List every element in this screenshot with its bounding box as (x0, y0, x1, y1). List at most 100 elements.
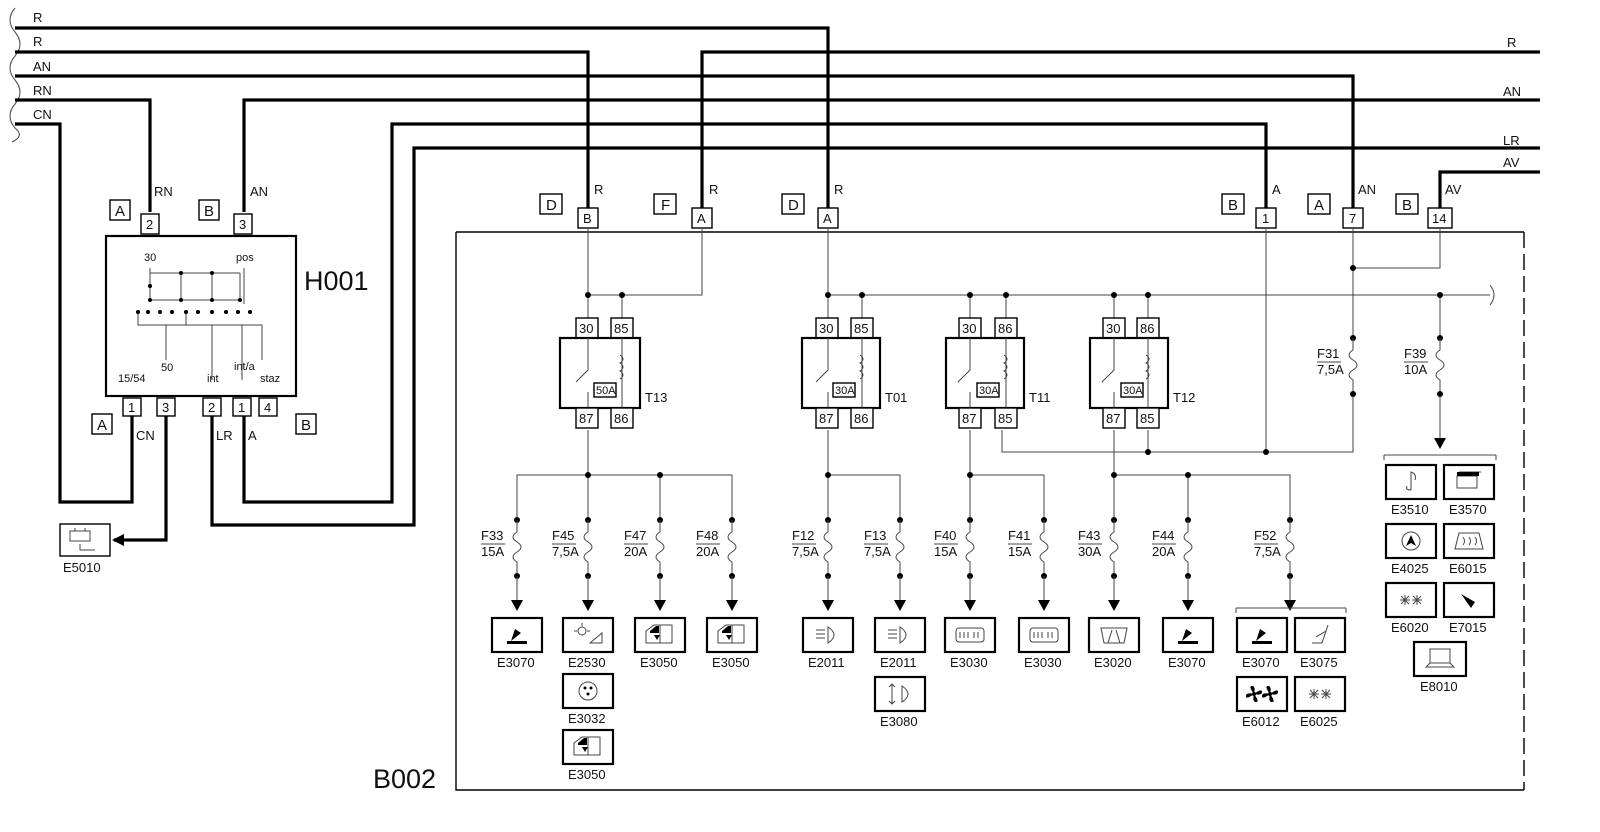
fuse-id: F13 (864, 528, 886, 543)
fuse-rating: 20A (696, 544, 719, 559)
h001-pin-bottom-3: 2 (208, 400, 215, 415)
component-label: E3070 (1242, 655, 1280, 670)
component-e3050: E3050 (633, 616, 687, 670)
fuses: F3315AF457,5AF4720AF4820AF127,5AF137,5AF… (481, 335, 1445, 611)
relay-label: T01 (885, 390, 907, 405)
h001-pin-bottom-4: 1 (238, 400, 245, 415)
fuse-id: F45 (552, 528, 574, 543)
h001-inner-30: 30 (144, 252, 156, 264)
h001-inner-staz: staz (260, 373, 280, 385)
component-label: E6025 (1300, 714, 1338, 729)
ac-icon (1400, 595, 1422, 605)
component-label: E2011 (808, 655, 845, 670)
fuse-rating: 7,5A (1317, 362, 1344, 377)
relay-pin: 30 (962, 321, 976, 336)
fuse-rating: 30A (1078, 544, 1101, 559)
connector-pin: A (823, 211, 832, 226)
component-e2011: E2011 (873, 616, 927, 670)
component-label: E3030 (1024, 655, 1062, 670)
connector-wire: AN (1358, 182, 1376, 197)
cd-changer-icon (1456, 471, 1481, 489)
component-e3070: E3070 (490, 616, 544, 670)
component-label: E6015 (1449, 561, 1487, 576)
relay-t01: 30 85 30A 87 86 T01 (800, 317, 907, 429)
seat-heater-icon (507, 629, 527, 644)
h001-connector-top-2: B (204, 203, 214, 220)
main-wires (15, 26, 1540, 546)
relay-rating: 30A (979, 385, 999, 397)
component-e3030: E3030 (1017, 616, 1071, 670)
fuse-id: F48 (696, 528, 718, 543)
connector-label: B (1228, 197, 1238, 214)
seat-heater-icon (1178, 629, 1198, 644)
component-e6015: E6015 (1442, 522, 1496, 576)
h001-wire-bottom-a: A (248, 428, 257, 443)
computer-icon (1424, 648, 1456, 668)
seat-adjust-icon (1312, 624, 1329, 644)
h001-inner-inta: int/a (234, 361, 256, 373)
component-label: E3020 (1094, 655, 1132, 670)
component-label: E3070 (1168, 655, 1206, 670)
relay-label: T13 (645, 390, 667, 405)
relay-t13: 30 85 50A 87 86 T13 (558, 317, 667, 429)
fuse-rating: 7,5A (864, 544, 891, 559)
h001-connector-bottom-2: B (301, 417, 311, 434)
interior-light-icon (574, 623, 603, 644)
defrost-icon (1454, 532, 1484, 550)
connector-label: B (1402, 197, 1412, 214)
h001-wire-bottom-lr: LR (216, 428, 233, 443)
relay-pin: 87 (1106, 411, 1120, 426)
wire-label-right-av: AV (1503, 155, 1520, 170)
component-label-e5010: E5010 (63, 560, 101, 575)
rear-defrost-icon (955, 627, 985, 643)
fuse-rating: 15A (481, 544, 504, 559)
component-label: E3050 (640, 655, 678, 670)
component-e3510: E3510 (1384, 463, 1438, 517)
wire-label-right-r: R (1507, 35, 1516, 50)
component-label: E3510 (1391, 502, 1429, 517)
component-label: E3070 (497, 655, 535, 670)
relay-pin: 86 (1140, 321, 1154, 336)
relay-t12: 30 86 30A 87 85 T12 (1088, 317, 1195, 429)
h001-inner-50: 50 (161, 362, 173, 374)
relay-pin: 85 (998, 411, 1012, 426)
component-e2011: E2011 (801, 616, 855, 670)
fuse-id: F33 (481, 528, 503, 543)
component-e3050: E3050 (561, 728, 615, 782)
h001-connector-top-1: A (115, 203, 125, 220)
h001-pin-top-1: 2 (146, 217, 153, 232)
relay-t11: 30 86 30A 87 85 T11 (944, 317, 1050, 429)
component-e4025: E4025 (1384, 522, 1438, 576)
h001-wire-top-2: AN (250, 184, 268, 199)
internal-wiring (516, 228, 1495, 520)
relay-label: T12 (1173, 390, 1195, 405)
component-label: E3570 (1449, 502, 1487, 517)
power-window-icon (573, 736, 601, 756)
navigation-icon (1401, 531, 1421, 551)
relay-pin: 85 (614, 321, 628, 336)
component-label: E3080 (880, 714, 918, 729)
component-e3020: E3020 (1087, 616, 1141, 670)
fuse-rating: 7,5A (552, 544, 579, 559)
component-label: E3050 (568, 767, 606, 782)
h001-inner-pos: pos (236, 252, 254, 264)
wire-label-right-lr: LR (1503, 133, 1520, 148)
relay-rating: 50A (596, 385, 616, 397)
wire-label-r2: R (33, 34, 42, 49)
h001-label: H001 (304, 266, 369, 296)
component-e6012: E6012 (1235, 675, 1289, 729)
relay-pin: 87 (579, 411, 593, 426)
connector-label: F (661, 197, 670, 214)
connector-wire: R (709, 182, 718, 197)
